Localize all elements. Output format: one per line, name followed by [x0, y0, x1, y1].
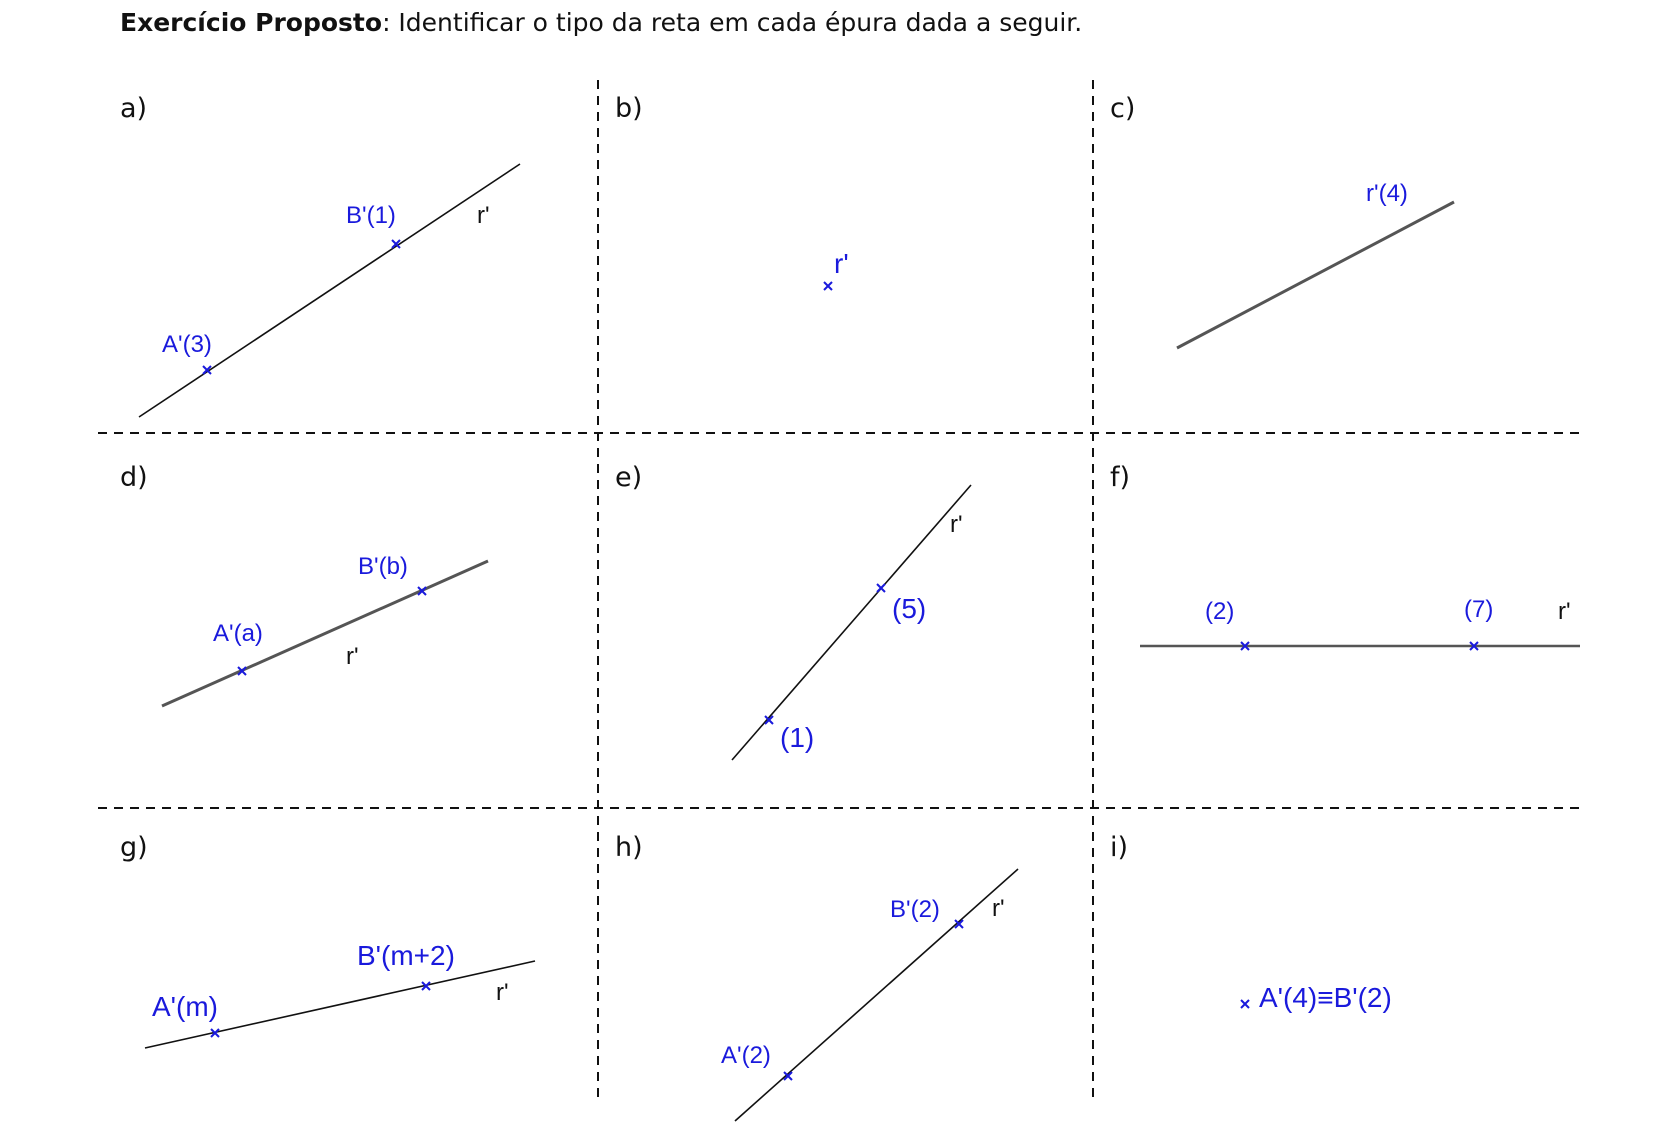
point-label-e-second: (5) [892, 593, 926, 624]
panel-label-b: b) [615, 93, 643, 124]
panel-g: g) A'(m) B'(m+2) r' [120, 832, 536, 1049]
panel-label-h: h) [615, 832, 643, 863]
line-r [1176, 200, 1455, 350]
panel-i: i) A'(4)≡B'(2) [1110, 832, 1392, 1013]
point-label-h-second: B'(2) [890, 896, 940, 923]
line-label-c: r'(4) [1366, 180, 1408, 207]
panel-label-i: i) [1110, 832, 1128, 863]
panel-c: c) r'(4) [1110, 93, 1455, 350]
exercise-title: Exercício Proposto: Identificar o tipo d… [120, 8, 1082, 37]
point-marker [421, 981, 431, 991]
point-label-g-second: B'(m+2) [357, 940, 455, 971]
line-r [161, 559, 489, 708]
point-marker [417, 586, 427, 596]
point-label-h-first: A'(2) [721, 1042, 771, 1069]
line-label-d: r' [346, 643, 359, 670]
panel-label-e: e) [615, 462, 642, 493]
point-label-f-first: (2) [1205, 598, 1234, 625]
panel-h: h) A'(2) B'(2) r' [615, 832, 1019, 1122]
panel-label-c: c) [1110, 93, 1135, 124]
point-marker [876, 583, 886, 593]
point-marker [202, 365, 212, 375]
line-label-g: r' [496, 979, 509, 1006]
exercise-title-bold: Exercício Proposto [120, 8, 383, 37]
point-marker [954, 919, 964, 929]
point-marker [823, 281, 833, 291]
point-label-g-first: A'(m) [152, 991, 218, 1022]
point-marker [210, 1028, 220, 1038]
panel-b: b) r' [615, 93, 849, 291]
line-r [138, 163, 521, 418]
line-r [734, 868, 1019, 1122]
line-r [144, 960, 536, 1049]
panel-f: f) (2) (7) r' [1110, 462, 1580, 651]
point-label-a-first: A'(3) [162, 331, 212, 358]
line-label-b: r' [834, 248, 849, 279]
point-label-e-first: (1) [780, 722, 814, 753]
point-marker [764, 715, 774, 725]
point-marker [1240, 999, 1250, 1009]
panel-label-a: a) [120, 93, 147, 124]
panel-label-f: f) [1110, 462, 1130, 493]
point-label-f-second: (7) [1464, 596, 1493, 623]
panel-d: d) A'(a) B'(b) r' [120, 462, 489, 708]
panel-label-g: g) [120, 832, 148, 863]
exercise-title-text: : Identificar o tipo da reta em cada épu… [382, 8, 1083, 37]
point-marker [1469, 641, 1479, 651]
panel-a: a) A'(3) B'(1) r' [120, 93, 521, 418]
line-label-a: r' [477, 202, 490, 229]
line-label-e: r' [950, 511, 963, 538]
point-marker [783, 1071, 793, 1081]
point-label-d-second: B'(b) [358, 553, 408, 580]
line-r [731, 484, 972, 761]
point-marker [237, 666, 247, 676]
panel-e: e) (1) (5) r' [615, 462, 972, 761]
grid-dividers [98, 80, 1582, 1100]
line-label-f: r' [1558, 598, 1571, 625]
point-label-a-second: B'(1) [346, 202, 396, 229]
point-marker [391, 239, 401, 249]
point-label-i: A'(4)≡B'(2) [1259, 982, 1392, 1013]
line-label-h: r' [992, 895, 1005, 922]
point-label-d-first: A'(a) [213, 620, 263, 647]
panel-label-d: d) [120, 462, 148, 493]
point-marker [1240, 641, 1250, 651]
